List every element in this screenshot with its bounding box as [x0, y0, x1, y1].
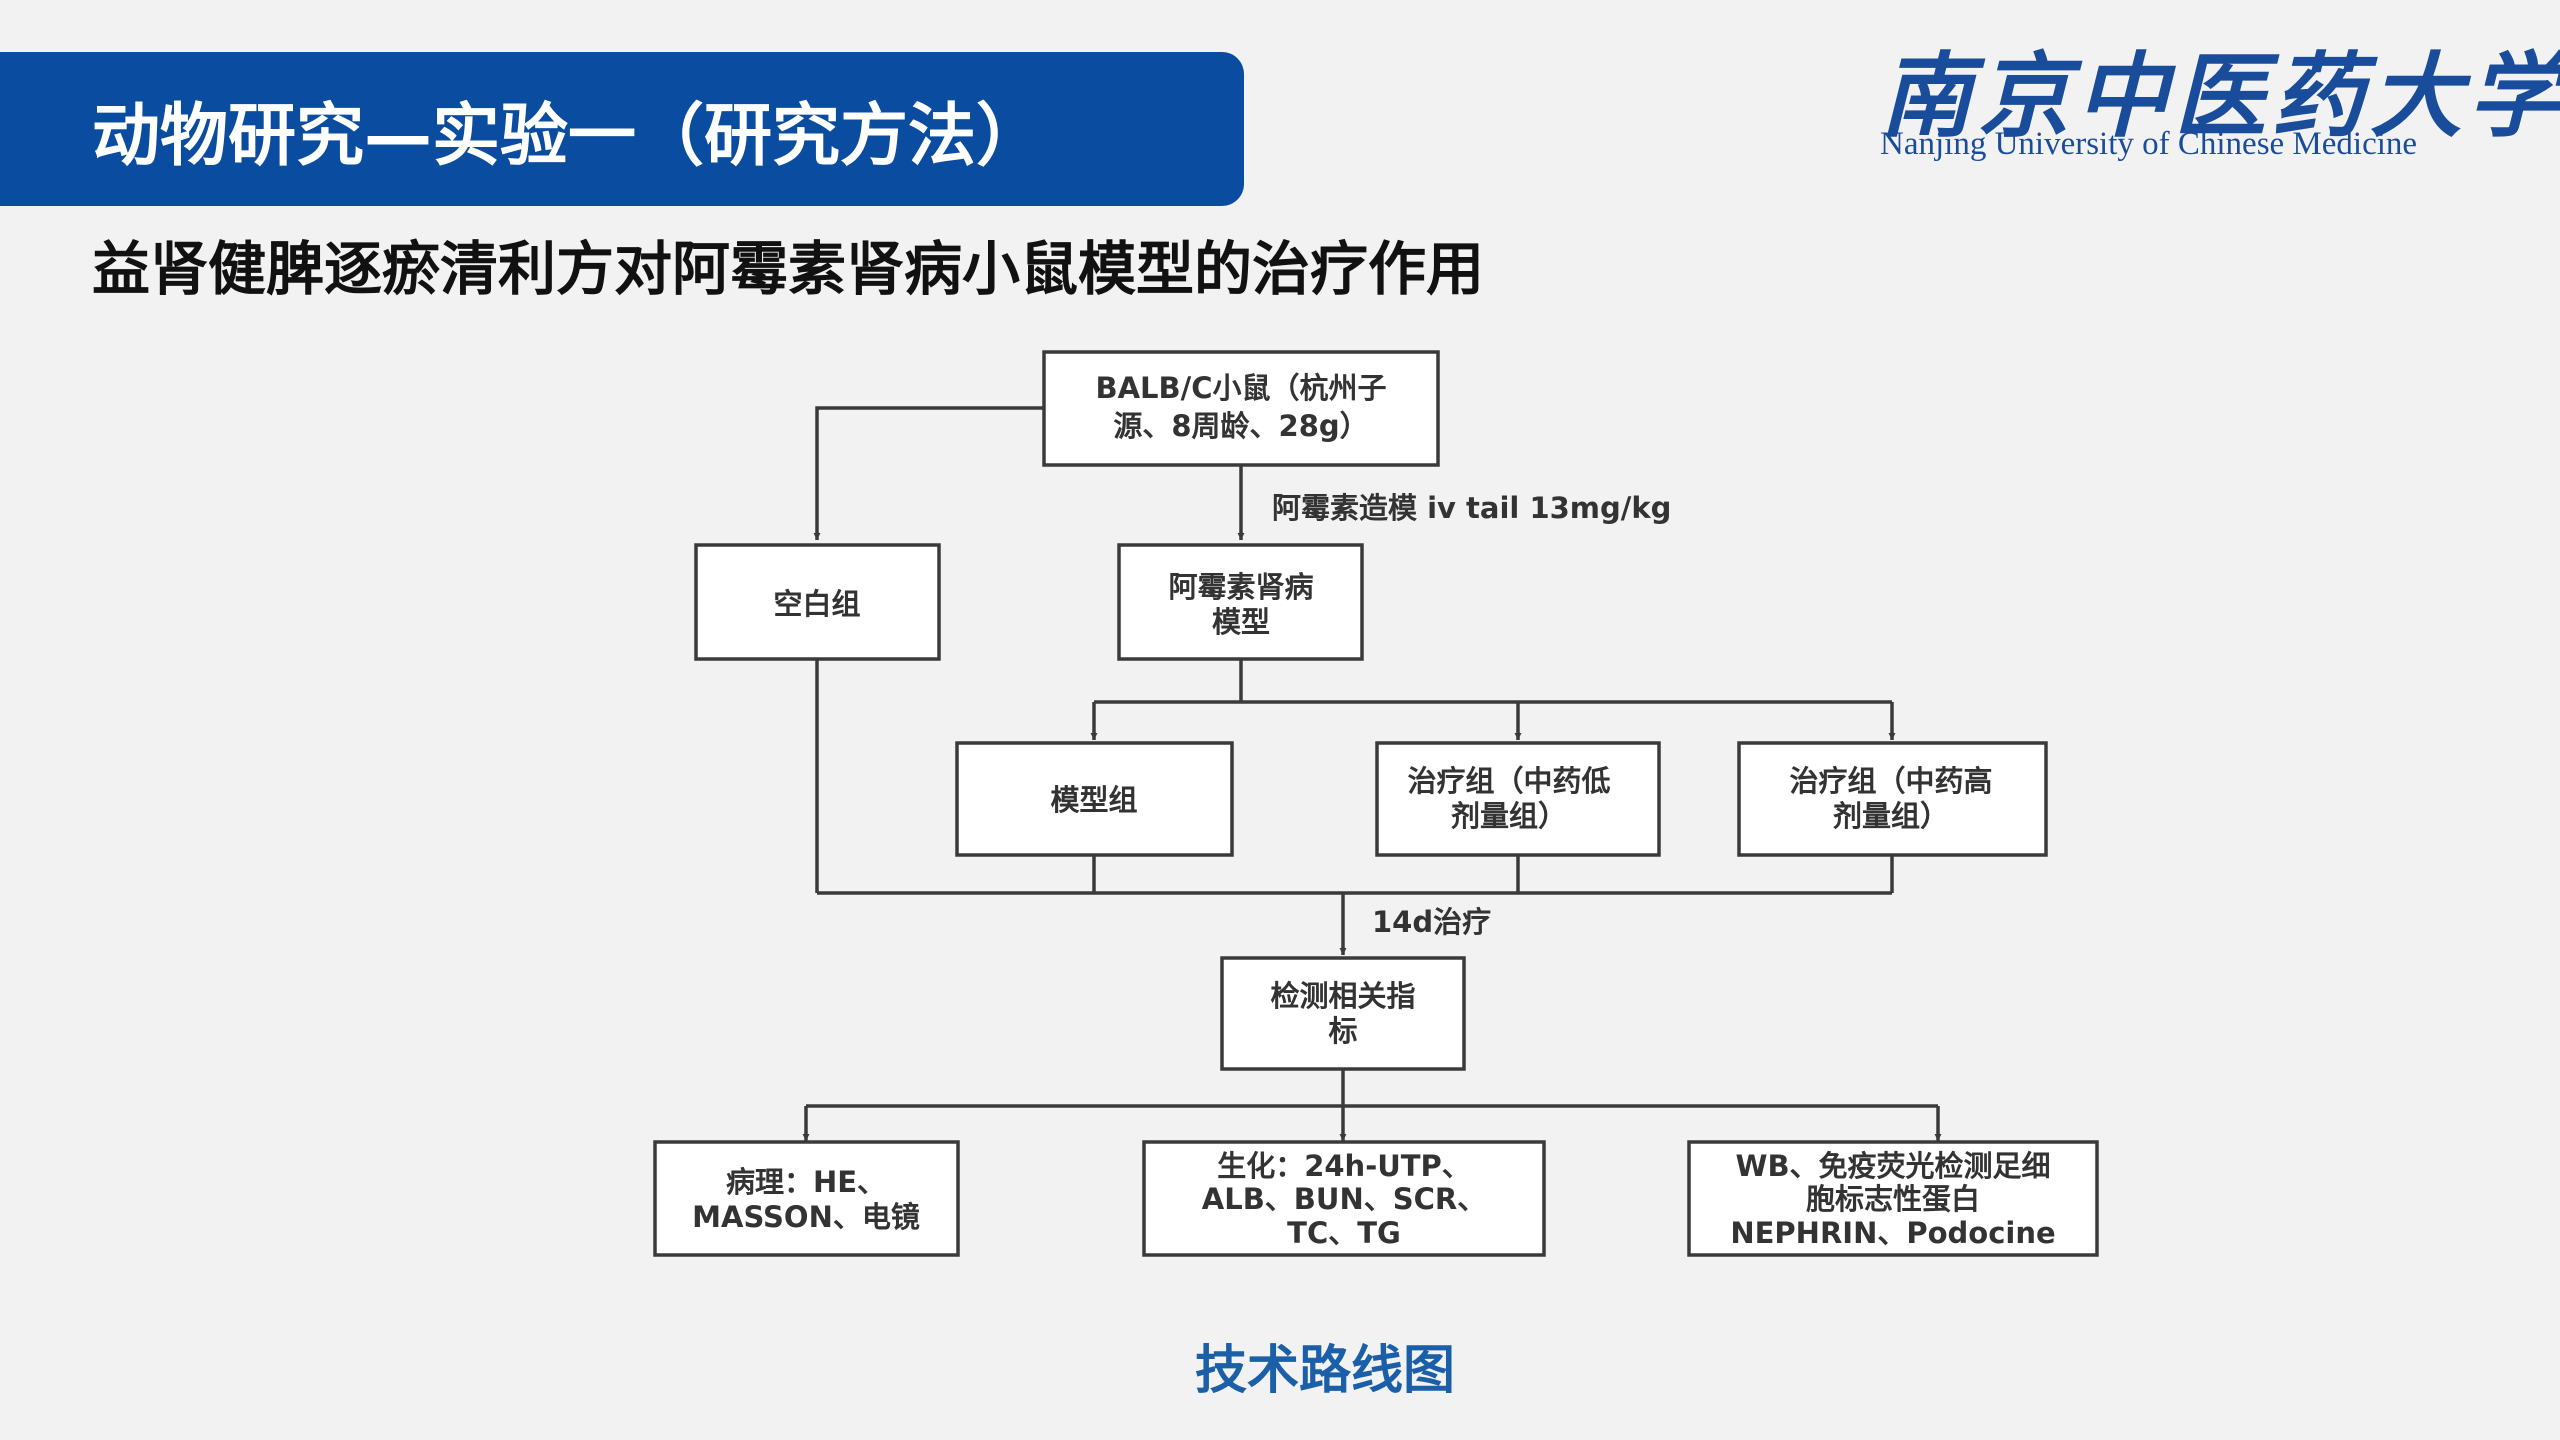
edge-label-modeling: 阿霉素造模 iv tail 13mg/kg: [1272, 491, 1671, 525]
node-biochem-line-1: 生化：24h-UTP、: [1217, 1149, 1471, 1183]
node-model-group: 模型组: [955, 741, 1234, 857]
edge-source-to-blank: [813, 406, 1044, 540]
node-pathology-line-1: 病理：HE、: [726, 1165, 886, 1199]
node-treat-high: 治疗组（中药高 剂量组）: [1737, 741, 2048, 857]
slide-subtitle: 益肾健脾逐瘀清利方对阿霉素肾病小鼠模型的治疗作用: [92, 235, 1485, 303]
university-logo: 南京中医药大学 Nanjing University of Chinese Me…: [1860, 22, 2560, 172]
node-blank-label: 空白组: [773, 587, 860, 621]
node-blank-group: 空白组: [694, 543, 941, 661]
node-wb-line-2: 胞标志性蛋白: [1806, 1182, 1980, 1216]
node-treat-high-line-2: 剂量组）: [1833, 799, 1949, 833]
node-source: BALB/C小鼠（杭州子 源、8周龄、28g）: [1042, 350, 1440, 467]
node-pathology: 病理：HE、 MASSON、电镜: [653, 1140, 960, 1257]
node-treat-low-line-2: 剂量组）: [1451, 799, 1567, 833]
node-detect: 检测相关指 标: [1220, 956, 1466, 1071]
diagram-caption: 技术路线图: [1194, 1341, 1455, 1401]
title-banner: 动物研究—实验一（研究方法）: [0, 52, 1244, 206]
node-wb-line-1: WB、免疫荧光检测足细: [1735, 1149, 2050, 1183]
node-pathology-line-2: MASSON、电镜: [692, 1200, 920, 1234]
node-treat-low: 治疗组（中药低 剂量组）: [1375, 741, 1661, 857]
node-model-group-label: 模型组: [1050, 783, 1137, 817]
node-biochem-line-2: ALB、BUN、SCR、: [1202, 1182, 1486, 1216]
logo-english-name: Nanjing University of Chinese Medicine: [1880, 126, 2418, 162]
slide-title: 动物研究—实验一（研究方法）: [92, 96, 1045, 176]
node-adr-model-line-1: 阿霉素肾病: [1168, 570, 1313, 604]
logo-chinese-name: 南京中医药大学: [1880, 42, 2560, 150]
connectors: [802, 406, 1942, 1141]
node-treat-high-line-1: 治疗组（中药高: [1789, 764, 1992, 798]
node-biochem: 生化：24h-UTP、 ALB、BUN、SCR、 TC、TG: [1142, 1140, 1546, 1257]
node-wb-line-3: NEPHRIN、Podocine: [1730, 1216, 2055, 1250]
node-adr-model-line-2: 模型: [1212, 605, 1270, 639]
edge-label-treatment: 14d治疗: [1372, 905, 1491, 939]
node-biochem-line-3: TC、TG: [1287, 1216, 1401, 1250]
node-adr-model: 阿霉素肾病 模型: [1117, 543, 1364, 661]
node-wb: WB、免疫荧光检测足细 胞标志性蛋白 NEPHRIN、Podocine: [1687, 1140, 2099, 1257]
node-detect-line-1: 检测相关指: [1270, 979, 1415, 1013]
node-treat-low-line-1: 治疗组（中药低: [1407, 764, 1610, 798]
node-detect-line-2: 标: [1328, 1014, 1357, 1048]
node-source-line-2: 源、8周龄、28g）: [1113, 409, 1368, 443]
node-source-line-1: BALB/C小鼠（杭州子: [1095, 371, 1386, 405]
